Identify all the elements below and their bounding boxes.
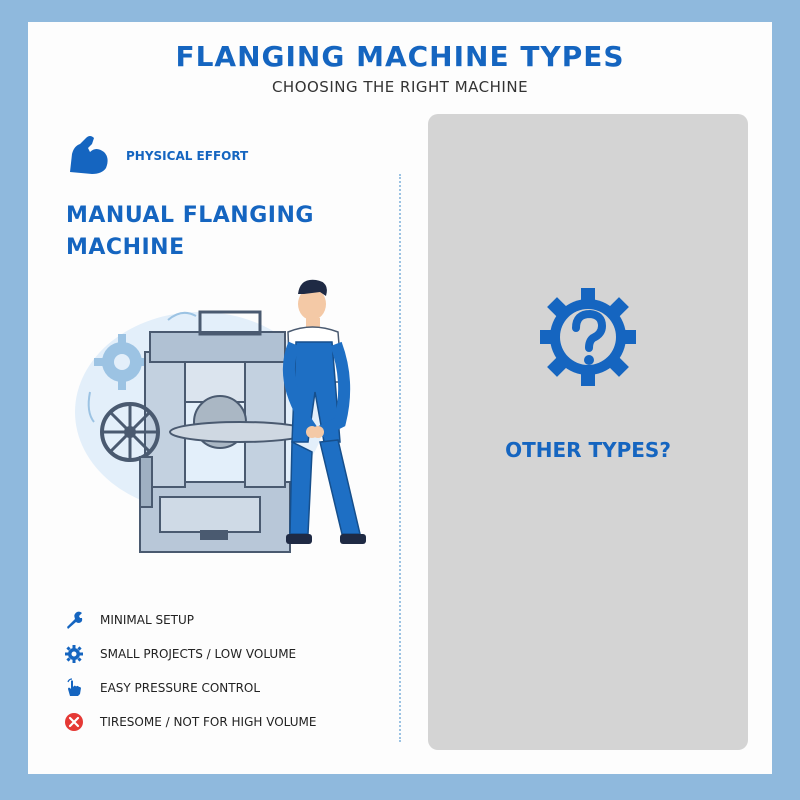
feature-label: MINIMAL SETUP <box>100 613 195 627</box>
effort-label: PHYSICAL EFFORT <box>126 149 249 163</box>
other-types-label: OTHER TYPES? <box>505 438 671 462</box>
feature-label: EASY PRESSURE CONTROL <box>100 681 261 695</box>
flexed-arm-icon <box>70 136 108 174</box>
feature-item: MINIMAL SETUP <box>64 610 394 632</box>
machine-title: MANUAL FLANGING MACHINE <box>66 200 366 264</box>
machine-title-line2: MACHINE <box>66 235 185 260</box>
wrench-icon <box>67 611 83 629</box>
feature-item: SMALL PROJECTS / LOW VOLUME <box>64 644 394 666</box>
gear-question-icon <box>540 288 636 386</box>
other-types-panel: OTHER TYPES? <box>428 114 748 750</box>
machine-illustration <box>75 279 366 553</box>
feature-label: SMALL PROJECTS / LOW VOLUME <box>100 647 297 661</box>
gear-icon <box>65 645 83 663</box>
feature-label: TIRESOME / NOT FOR HIGH VOLUME <box>100 715 317 729</box>
hand-pointer-icon <box>67 678 81 696</box>
x-circle-icon <box>65 713 83 731</box>
operator-figure <box>282 279 366 544</box>
page-title: FLANGING MACHINE TYPES <box>175 40 625 73</box>
feature-list: MINIMAL SETUP SMALL PROJECTS / LOW VOLUM… <box>64 610 394 746</box>
machine-title-line1: MANUAL FLANGING <box>66 203 314 228</box>
column-divider <box>399 174 401 742</box>
feature-item: TIRESOME / NOT FOR HIGH VOLUME <box>64 712 394 734</box>
infographic-card: FLANGING MACHINE TYPES CHOOSING THE RIGH… <box>28 22 772 774</box>
page-subtitle: CHOOSING THE RIGHT MACHINE <box>271 78 529 96</box>
feature-item: EASY PRESSURE CONTROL <box>64 678 394 700</box>
